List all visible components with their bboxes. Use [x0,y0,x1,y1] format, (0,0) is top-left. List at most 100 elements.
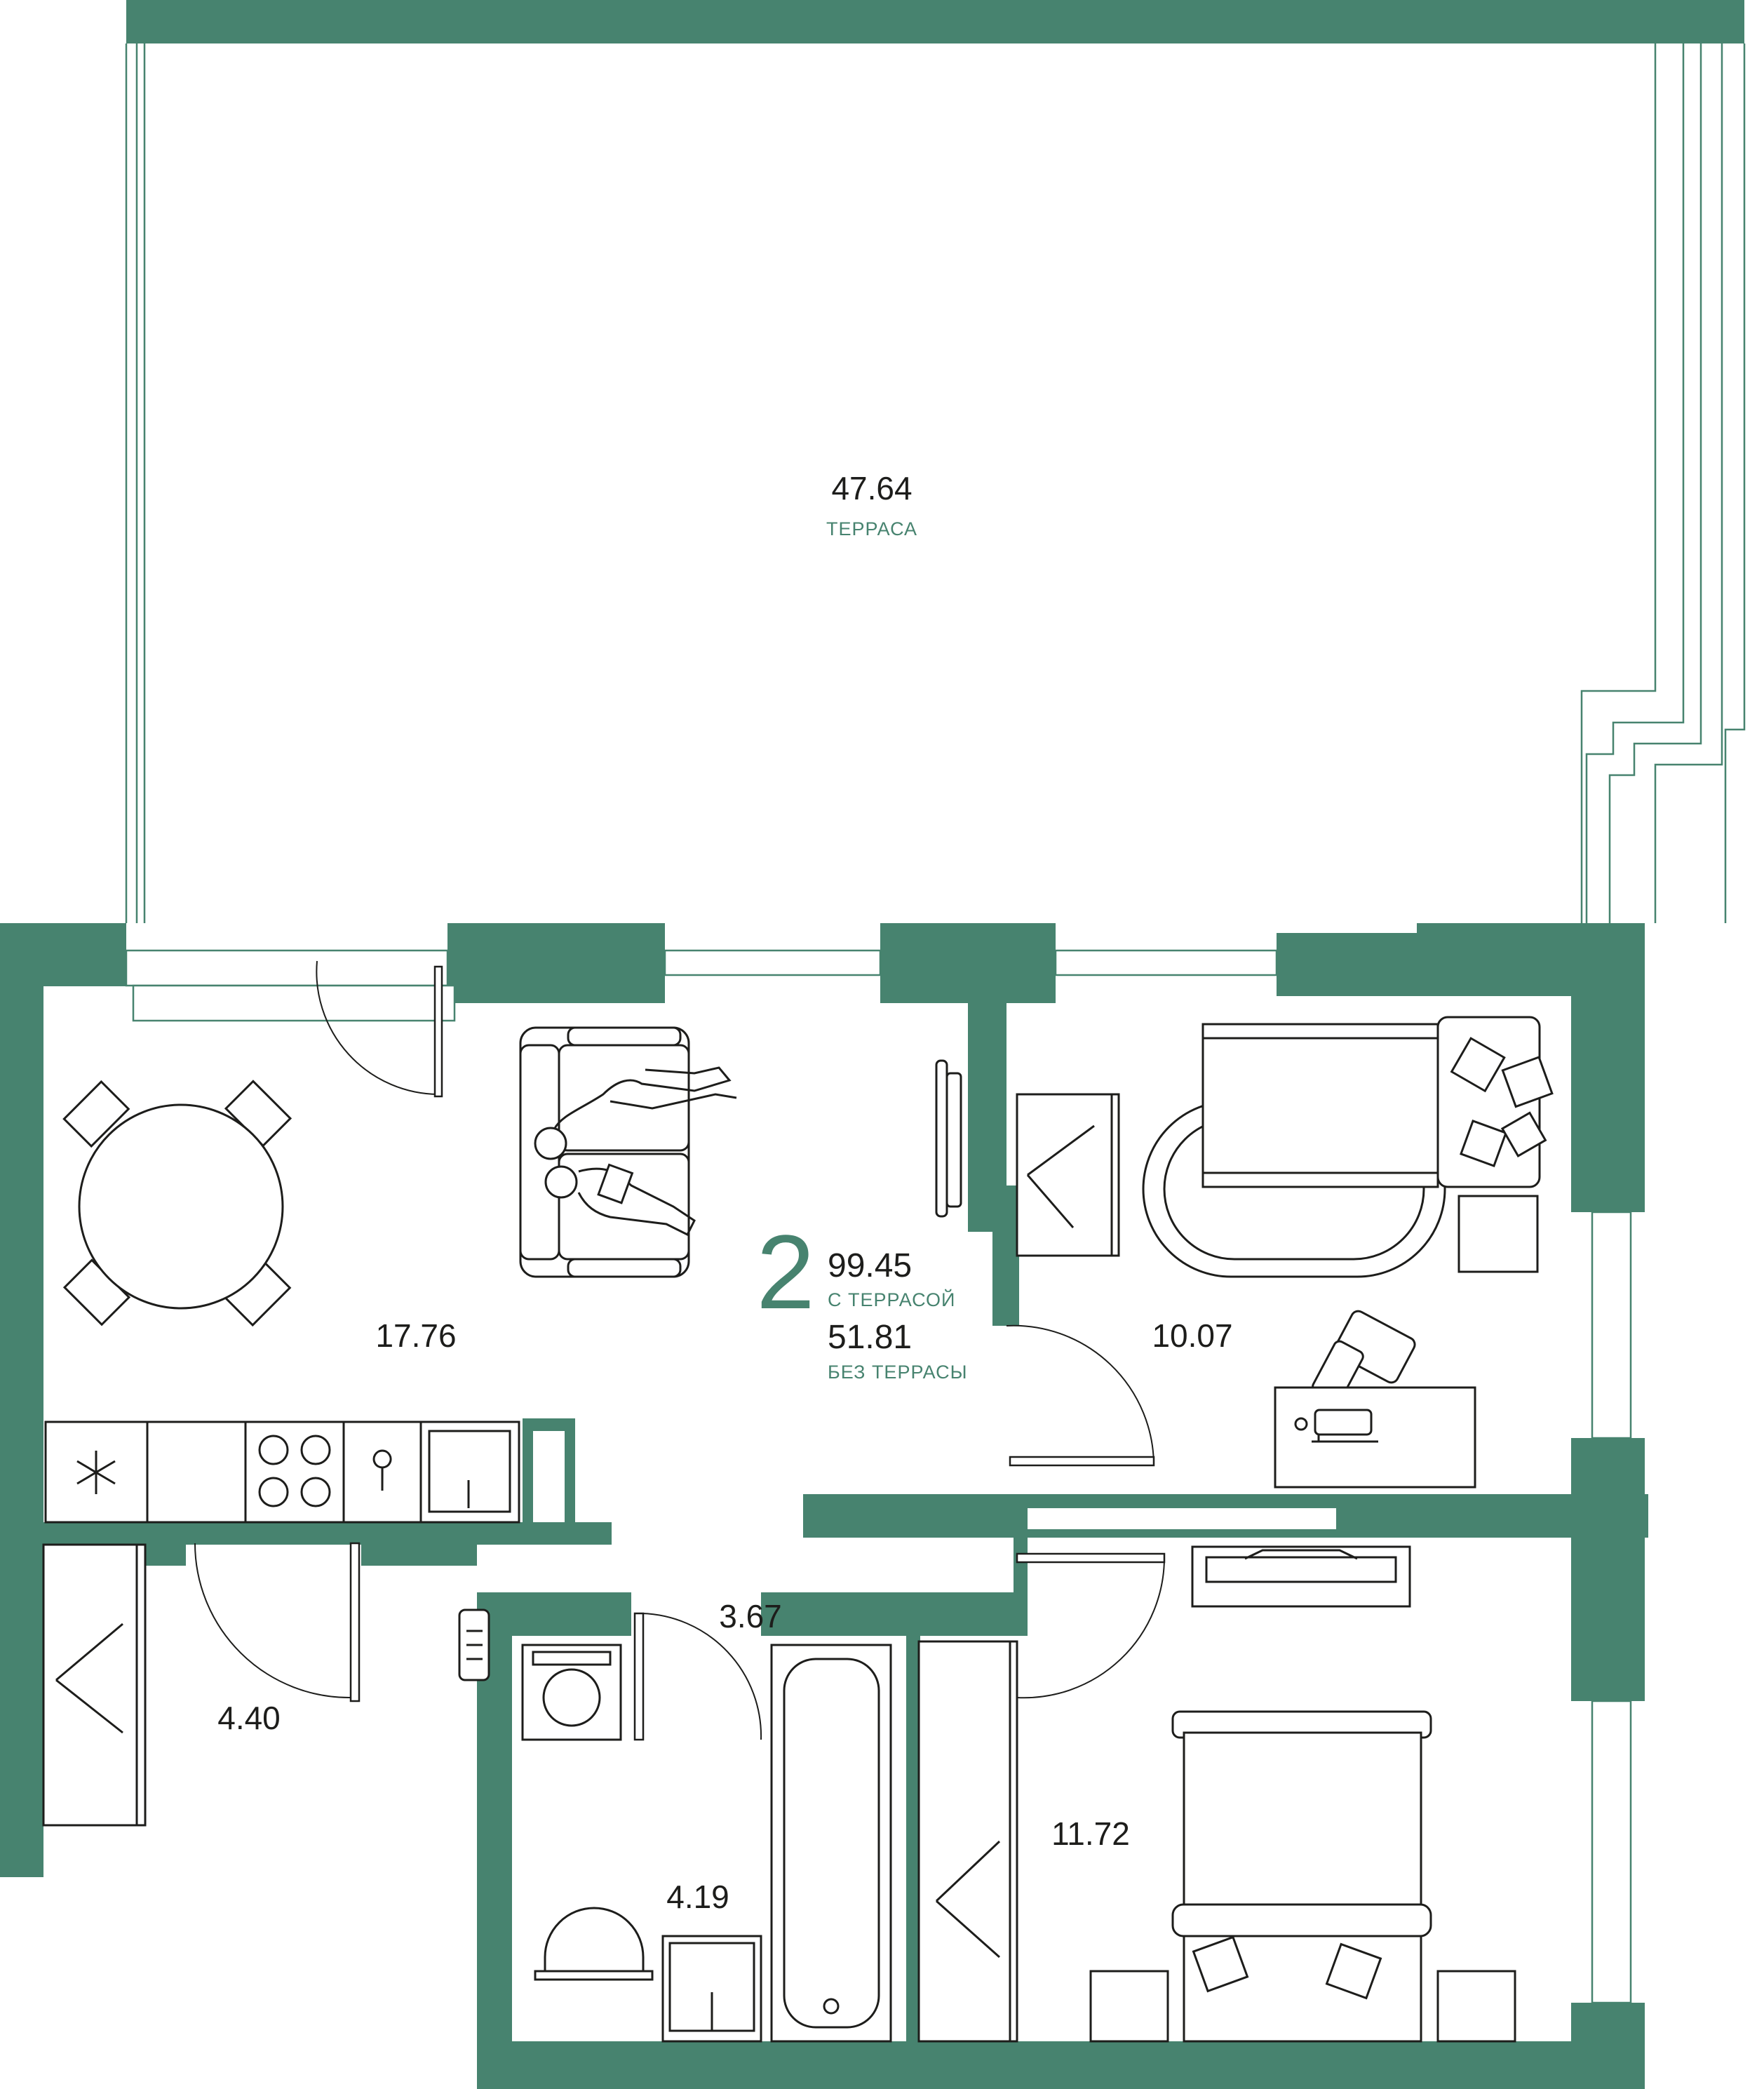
person-a-head [534,1127,567,1160]
pillow-icon [1501,1056,1554,1108]
door-bedroom2-arc [1016,1557,1166,1699]
snowflake [76,1451,116,1494]
terrace-left-edge [125,43,146,923]
wall-hall-right [1014,1522,1028,1636]
door-entry-arc [194,1543,351,1699]
pillow-icon [1500,1111,1547,1157]
tv-stand [935,1059,948,1218]
wardrobe-icon [917,1640,1018,2043]
door-terrace-arc [316,960,439,1095]
window-living [664,949,882,976]
tv-screen-top [1244,1549,1358,1560]
nightstand-icon [1436,1970,1516,2043]
area-total: 99.45 [828,1247,912,1284]
wardrobe [1016,1093,1117,1257]
tv-unit-icon [1191,1545,1411,1608]
hanger-icon [55,1623,123,1734]
wardrobe-door [1009,1640,1018,2043]
door-entry-leaf [349,1542,361,1702]
person-b [577,1167,696,1237]
area-total-caption: С ТЕРРАСОЙ [828,1289,955,1310]
wall-corridor-stub [803,1494,1028,1538]
window-bedroom2-right [1591,1700,1632,2004]
door-bedroom2-leaf [1016,1552,1166,1564]
bed-rail-top [1201,1023,1439,1040]
terrace-right-edges [1580,43,1746,923]
tv-screen [945,1072,962,1208]
area-without-terrace: 51.81 [828,1319,912,1356]
wall-right-mid [1571,1438,1645,1701]
door-terrace-leaf [433,965,443,1098]
counter-section [146,1420,247,1524]
radiator-icon [458,1608,490,1681]
window-kitchen-sill [132,984,456,1022]
mouse [1294,1417,1308,1431]
bed-icon [1201,1016,1554,1188]
sofa-arm-bottom [567,1258,682,1278]
sofa-icon [519,1026,690,1278]
desk-icon [1274,1310,1476,1489]
wall-partition-upper [968,923,1006,1232]
window-bedroom-top [1054,949,1278,976]
people-icon [534,1066,737,1237]
kitchen-counter [44,1420,520,1524]
wall-top-pier-1 [447,923,665,1003]
stove-icon [244,1420,345,1524]
washer-panel [532,1651,612,1666]
wall-bath-right [906,1592,920,2041]
wall-right-upper [1571,923,1645,1212]
wardrobe-door [1110,1093,1120,1257]
entrance-wardrobe [42,1543,147,1827]
wardrobe-icon [1016,1093,1120,1257]
wall-bath-top-right [761,1592,1028,1636]
pillow-icon [1325,1942,1382,2000]
desk [1274,1386,1476,1489]
terrace-caption: ТЕРРАСА [826,518,917,539]
hanger-icon [935,1840,1001,1959]
dining-table-icon [62,1080,292,1327]
keyboard [1312,1435,1378,1443]
dining-chair [62,1080,130,1148]
hallway-area: 3.67 [719,1598,782,1634]
laptop [597,1163,634,1204]
person-a-legs [610,1093,737,1110]
tv-cabinet-inner [1205,1556,1397,1583]
bedroom-small-area: 10.07 [1152,1317,1232,1354]
washing-machine-icon [521,1644,622,1741]
kitchen-living-area: 17.76 [375,1317,456,1354]
door-bedroom-leaf [1009,1456,1155,1467]
toilet-tank [534,1970,654,1981]
sink-icon [661,1935,762,2043]
area-labels: 17.76 10.07 3.67 4.40 4.19 11.72 [217,1317,1232,1915]
wall-corridor-top-gap [1024,1508,1336,1529]
wardrobe-icon [42,1543,147,1827]
burner [300,1477,331,1507]
doors [194,960,1166,1741]
door-bedroom-arc [1006,1324,1155,1467]
bathtub-inner [783,1658,880,2029]
terrace-top-wall [126,0,1744,43]
pillow-icon [1192,1935,1249,1993]
chair-icon [1333,1310,1416,1384]
door-bath-arc [641,1613,762,1740]
radiator-fins [466,1630,483,1660]
hanger-icon [1026,1124,1095,1228]
entrance-wardrobe-door [135,1543,147,1827]
summary: 2 99.45 С ТЕРРАСОЙ 51.81 БЕЗ ТЕРРАСЫ [756,1213,967,1383]
bed-footboard [1171,1903,1432,1937]
window-bedroom-right [1591,1211,1632,1439]
windows [125,949,1632,2004]
burner [258,1435,289,1465]
pillow-icon [1450,1037,1506,1093]
bed-frame [1201,1023,1439,1188]
bathtub-icon [770,1644,892,2043]
toilet-icon [534,1907,654,1981]
area-without-terrace-caption: БЕЗ ТЕРРАСЫ [828,1362,967,1383]
dining-table [78,1103,284,1310]
person-a [553,1066,732,1130]
sofa-arm-top [567,1026,682,1047]
door-bath-leaf [633,1612,645,1741]
entrance-area: 4.40 [217,1700,281,1736]
sofa-seat-1 [558,1044,690,1152]
